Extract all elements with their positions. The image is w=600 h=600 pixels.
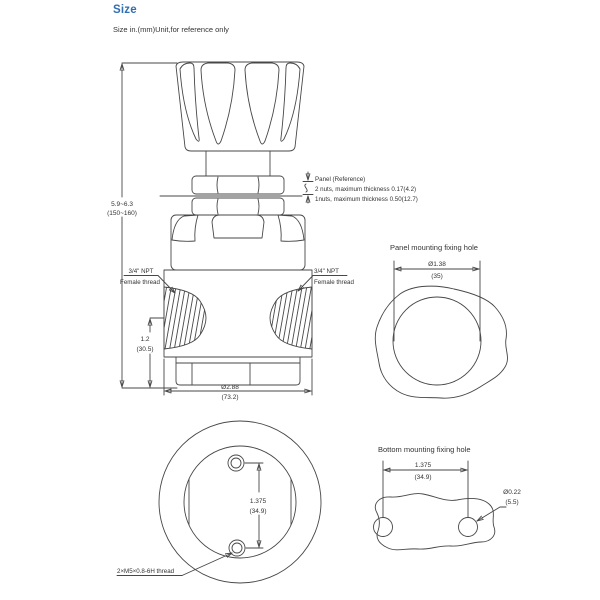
panel-hole-dim-mm: (35) <box>431 273 443 280</box>
bottom-view-pitch-inch: 1.375 <box>250 498 267 505</box>
bottom-mounting-hole <box>228 539 246 557</box>
bottom-hole-view: Bottom mounting fixing hole 1.375 (34.9)… <box>373 445 521 551</box>
page-title: Size <box>113 4 137 16</box>
hole-diameter-label: Ø0.22 (5.5) <box>476 489 521 522</box>
port-center-dimension: 1.2 (30.5) <box>137 317 165 388</box>
knob-flute-mid-left <box>200 62 236 145</box>
panel-nuts <box>159 175 303 216</box>
right-port-thread: 3/4" NPT <box>314 268 339 275</box>
knob-outline <box>175 61 305 152</box>
height-dim-mm: (150~160) <box>107 210 137 217</box>
left-port-label: 3/4" NPT Female thread <box>120 268 176 294</box>
left-threaded-port <box>163 286 207 350</box>
knob-flute-mid-right <box>244 62 280 145</box>
hole-pitch-dimension: 1.375 (34.9) <box>244 462 267 549</box>
top-mounting-hole <box>227 454 245 472</box>
page-subtitle: Size in.(mm)Unit,for reference only <box>113 25 229 34</box>
panel-hole-dim-inch: Ø1.38 <box>428 261 446 268</box>
body-width-dimension: Ø2.88 (73.2) <box>163 358 313 401</box>
body-width-dim-mm: (73.2) <box>222 394 239 401</box>
thread-note-label: 2×M5×0.8-6H thread <box>117 568 175 575</box>
base-outline <box>175 356 301 386</box>
panel-hole-view-title: Panel mounting fixing hole <box>390 243 478 252</box>
bottom-fix-hole-right <box>458 517 478 537</box>
thread-note: 2×M5×0.8-6H thread <box>116 552 233 576</box>
panel-blob-outline <box>374 285 508 399</box>
right-port-type: Female thread <box>314 279 354 286</box>
left-port-type: Female thread <box>120 279 160 286</box>
body-width-dim-inch: Ø2.88 <box>221 384 239 391</box>
bottom-blob-outline <box>374 493 496 551</box>
panel-hole-view: Panel mounting fixing hole Ø1.38 (35) <box>374 243 508 399</box>
bottom-hole-pitch-inch: 1.375 <box>415 462 432 469</box>
bottom-hole-view-title: Bottom mounting fixing hole <box>378 445 471 454</box>
knob-flute-right <box>280 62 301 142</box>
port-center-dim-inch: 1.2 <box>140 336 149 343</box>
panel-notes: Panel (Reference) 2 nuts, maximum thickn… <box>302 171 418 204</box>
upper-nut <box>191 175 285 195</box>
right-port-label: 3/4" NPT Female thread <box>297 268 354 292</box>
bonnet <box>170 214 306 271</box>
bottom-view-inner-circle <box>183 445 297 559</box>
left-port-thread: 3/4" NPT <box>129 268 154 275</box>
bottom-hole-pitch-mm: (34.9) <box>415 474 432 481</box>
bonnet-outline <box>170 214 306 271</box>
bottom-fix-hole-left <box>373 517 393 537</box>
bottom-view: 1.375 (34.9) 2×M5×0.8-6H thread <box>116 420 322 584</box>
bottom-view-pitch-mm: (34.9) <box>250 508 267 515</box>
knob-neck <box>205 150 271 177</box>
panel-note-line3: 1nuts, maximum thickness 0.50(12.7) <box>315 196 418 203</box>
valve-front-view: 5.9~6.3 (150~160) 1.2 (30.5) Ø2.88 (73.2… <box>107 61 418 401</box>
knob-flute-left <box>179 62 200 142</box>
adjustment-knob <box>175 61 305 152</box>
lower-nut <box>191 197 285 216</box>
valve-base <box>175 356 301 386</box>
panel-note-line1: Panel (Reference) <box>315 176 365 183</box>
height-dimension: 5.9~6.3 (150~160) <box>107 62 178 389</box>
port-center-dim-mm: (30.5) <box>137 346 154 353</box>
panel-note-line2: 2 nuts, maximum thickness 0.17(4.2) <box>315 186 416 193</box>
height-dim-inch: 5.9~6.3 <box>111 201 133 208</box>
hole-dia-mm: (5.5) <box>505 499 518 506</box>
right-threaded-port <box>269 286 313 350</box>
bottom-view-outer-circle <box>158 420 322 584</box>
valve-body <box>163 269 313 358</box>
panel-hole-circle <box>392 296 482 386</box>
hole-dia-inch: Ø0.22 <box>503 489 521 496</box>
